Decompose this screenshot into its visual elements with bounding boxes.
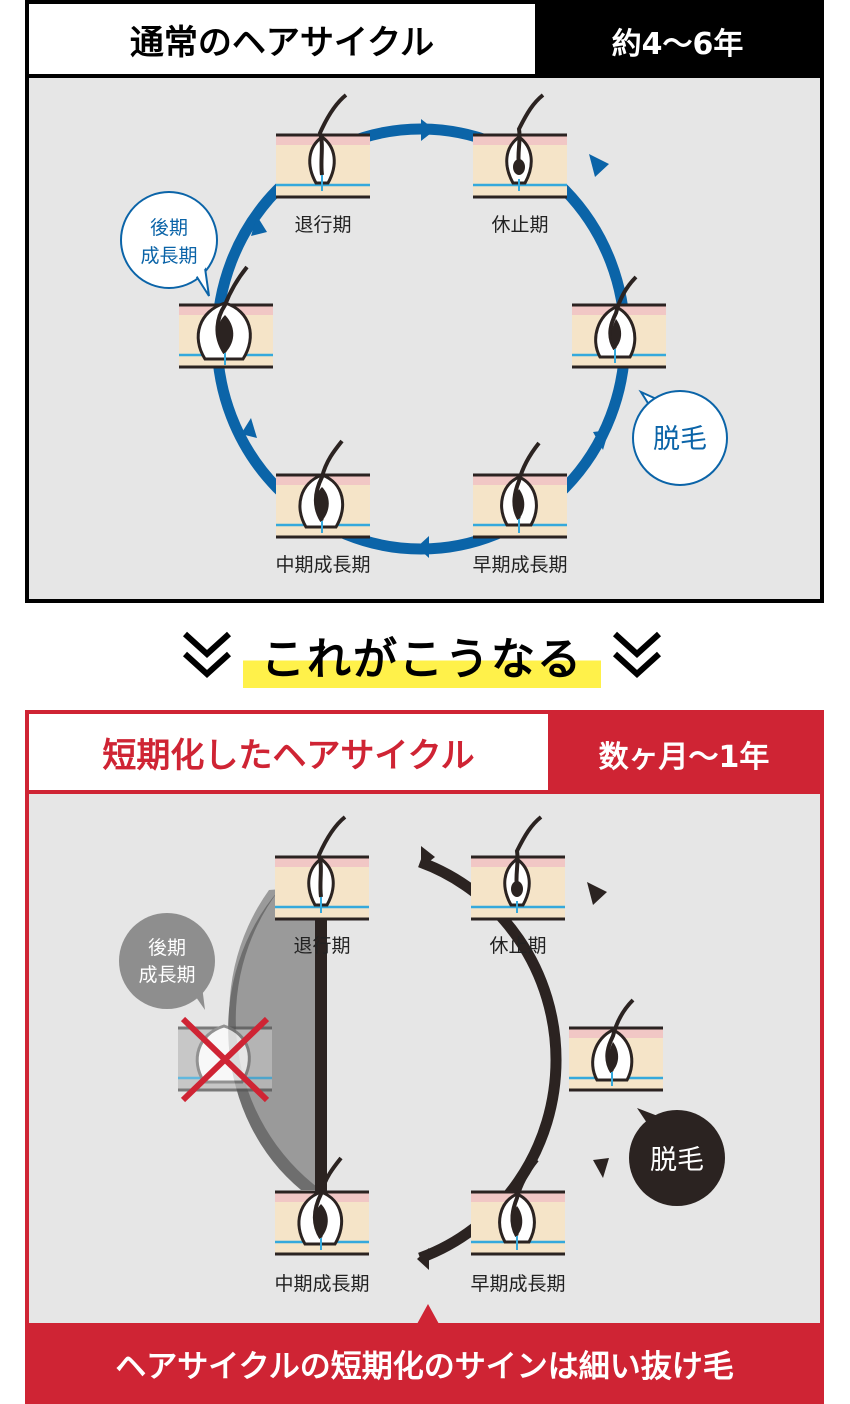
short-cycle-duration: 数ヶ月〜1年 [598,740,770,775]
normal-cycle-arrowheads [241,119,609,558]
stage-label-telogen: 休止期 [489,935,546,957]
late-growth-bubble: 後期 成長期 [120,191,218,297]
late-growth-bubble-line2: 成長期 [140,245,197,267]
stage-label-early-growth: 早期成長期 [470,1273,565,1295]
skipped-phase-shade [229,886,321,1190]
cycle-arrowhead [417,536,429,558]
late-growth-bubble-line2: 成長期 [138,964,195,986]
stage-label-retrograde: 退行期 [293,935,350,957]
cycle-arrowhead [587,882,607,905]
stage-label-telogen: 休止期 [491,214,548,236]
shedding-bubble-text: 脱毛 [653,424,707,455]
cross-mark-icon [180,1016,270,1103]
shedding-bubble-text: 脱毛 [650,1145,704,1176]
hair-stage-telogen [469,815,567,921]
hair-stage-retrograde [273,815,371,921]
hair-stage-mid-growth [274,439,372,539]
transition-text: これがこうなる [243,622,601,688]
late-growth-bubble-line1: 後期 [148,937,186,959]
footer-banner: ヘアサイクルの短期化のサインは細い抜け毛 [25,1323,824,1404]
cycle-arrowhead [421,119,435,141]
normal-cycle-title: 通常のヘアサイクル [29,4,535,74]
shedding-bubble: 脱毛 [629,1108,725,1206]
transition-banner: これがこうなる [0,618,850,698]
short-cycle-title: 短期化したヘアサイクル [29,714,548,790]
chevron-down-icon [182,631,232,679]
normal-cycle-diagram: 退行期 休止期 早期成長期 中期成長期 後期 成長期 脱毛 [120,93,728,576]
cycle-arrowhead [593,430,609,450]
late-growth-bubble-line1: 後期 [150,217,188,239]
hair-stage-shedding [570,275,668,369]
hair-stage-retrograde [274,93,372,199]
hair-stage-mid-growth [273,1156,371,1256]
short-cycle-header: 短期化したヘアサイクル 数ヶ月〜1年 [29,714,820,794]
cycle-arrowhead [589,154,609,177]
hair-stage-telogen [471,93,569,199]
stage-label-mid-growth: 中期成長期 [274,1273,369,1295]
short-cycle-arrowheads [417,846,609,1270]
cycle-arrowhead [593,1158,609,1178]
hair-stage-shedding [567,998,665,1092]
stage-label-retrograde: 退行期 [294,214,351,236]
late-growth-bubble-skipped: 後期 成長期 [119,913,215,1010]
normal-cycle-header: 通常のヘアサイクル 約4〜6年 [29,4,820,78]
cycle-arrowhead [417,1248,429,1270]
stage-label-early-growth: 早期成長期 [472,554,567,576]
short-cycle-diagram: 退行期 休止期 早期成長期 中期成長期 後期 成長期 脱毛 [119,815,725,1295]
cycle-arrowhead [251,216,267,236]
cycle-arrowhead [421,846,435,868]
short-cycle-panel: 短期化したヘアサイクル 数ヶ月〜1年 [25,710,824,1404]
normal-cycle-panel: 通常のヘアサイクル 約4〜6年 [25,0,824,603]
footer-banner-pointer [417,1304,439,1324]
hair-stage-early-growth [469,1158,567,1256]
cycle-arrowhead [241,418,257,438]
shedding-bubble: 脱毛 [632,389,728,486]
hair-stage-early-growth [471,441,569,539]
stage-label-mid-growth: 中期成長期 [275,554,370,576]
skipped-phase-shade-dark [228,890,321,1190]
hair-stage-late-growth [177,265,275,369]
normal-cycle-duration: 約4〜6年 [611,27,744,62]
chevron-down-icon [612,631,662,679]
